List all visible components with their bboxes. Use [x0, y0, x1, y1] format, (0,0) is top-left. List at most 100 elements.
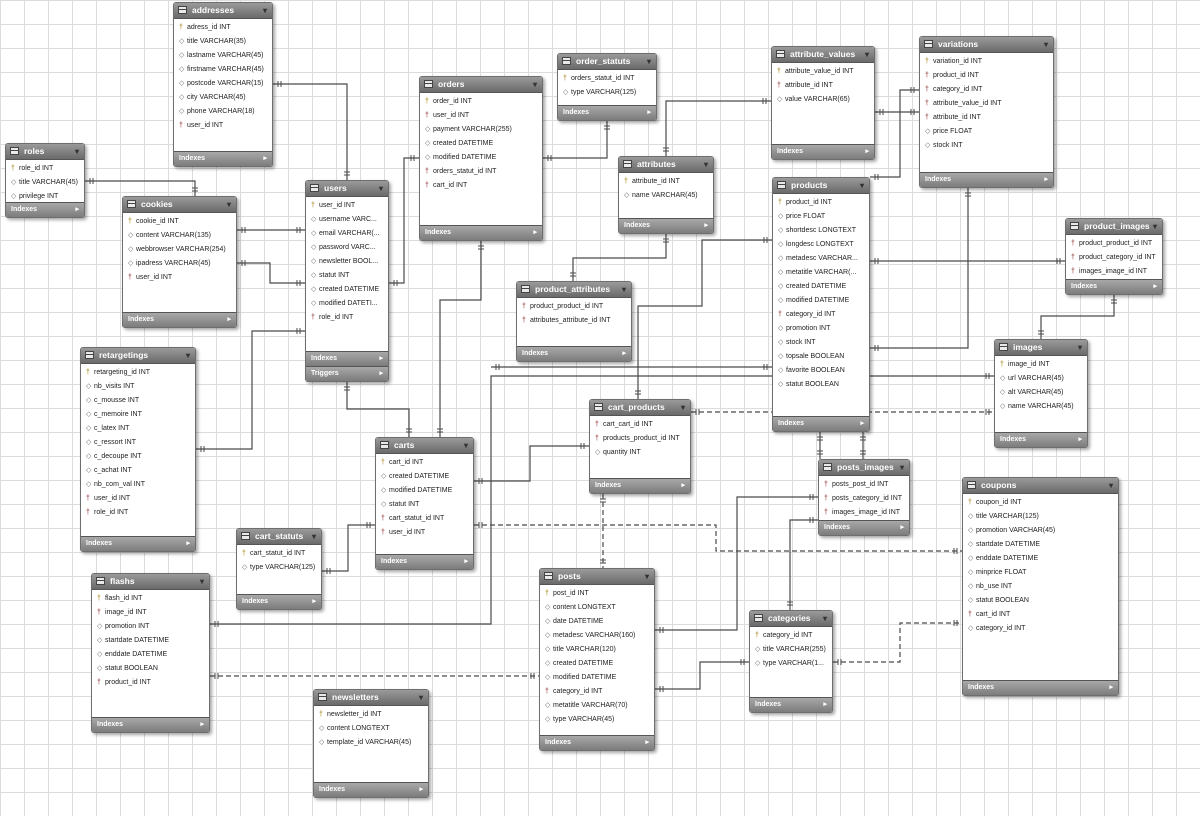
column-row[interactable]: ◇created DATETIME — [540, 657, 654, 671]
column-row[interactable]: †posts_category_id INT — [819, 492, 909, 506]
indexes-section[interactable]: Indexes▸ — [590, 478, 690, 493]
column-row[interactable]: †images_image_id INT — [819, 506, 909, 520]
collapse-caret-icon[interactable]: ▾ — [463, 441, 468, 450]
indexes-section[interactable]: Indexes▸ — [517, 346, 631, 361]
collapse-caret-icon[interactable]: ▾ — [859, 181, 864, 190]
column-row[interactable]: ◇c_ressort INT — [81, 436, 195, 450]
table-categories[interactable]: categories▾†category_id INT◇title VARCHA… — [749, 610, 833, 713]
expand-arrow-icon[interactable]: ▸ — [533, 229, 537, 236]
column-row[interactable]: †flash_id INT — [92, 592, 209, 606]
column-row[interactable]: ◇modified DATETIME — [376, 484, 473, 498]
indexes-section[interactable]: Indexes▸ — [92, 717, 209, 732]
column-row[interactable]: ◇firstname VARCHAR(45) — [174, 63, 272, 77]
relationship-line[interactable] — [543, 121, 608, 159]
table-header[interactable]: posts_images▾ — [819, 460, 909, 476]
column-row[interactable]: †product_id INT — [92, 676, 209, 690]
column-row[interactable]: ◇title VARCHAR(125) — [963, 510, 1118, 524]
table-cart-statuts[interactable]: cart_statuts▾†cart_statut_id INT◇type VA… — [236, 528, 322, 610]
table-header[interactable]: roles▾ — [6, 144, 84, 160]
collapse-caret-icon[interactable]: ▾ — [899, 463, 904, 472]
table-orders[interactable]: orders▾†order_id INT†user_id INT◇payment… — [419, 76, 543, 241]
expand-arrow-icon[interactable]: ▸ — [704, 222, 708, 229]
column-row[interactable]: ◇email VARCHAR(... — [306, 227, 388, 241]
table-attribute-values[interactable]: attribute_values▾†attribute_value_id INT… — [771, 46, 875, 160]
collapse-caret-icon[interactable]: ▾ — [822, 614, 827, 623]
column-row[interactable]: ◇category_id INT — [963, 622, 1118, 636]
table-header[interactable]: newsletters▾ — [314, 690, 428, 706]
expand-arrow-icon[interactable]: ▸ — [865, 148, 869, 155]
table-header[interactable]: cookies▾ — [123, 197, 236, 213]
relationship-line[interactable] — [322, 524, 375, 572]
indexes-section[interactable]: Indexes▸ — [540, 735, 654, 750]
column-row[interactable]: ◇modified DATETIME — [773, 294, 869, 308]
column-row[interactable]: †product_category_id INT — [1066, 251, 1162, 265]
column-row[interactable]: ◇metadesc VARCHAR(160) — [540, 629, 654, 643]
table-header[interactable]: attribute_values▾ — [772, 47, 874, 63]
relationship-line[interactable] — [237, 262, 305, 284]
table-header[interactable]: addresses▾ — [174, 3, 272, 19]
column-row[interactable]: ◇longdesc LONGTEXT — [773, 238, 869, 252]
column-row[interactable]: †cookie_id INT — [123, 215, 236, 229]
indexes-section[interactable]: Indexes▸ — [1066, 279, 1162, 294]
collapse-caret-icon[interactable]: ▾ — [644, 572, 649, 581]
table-order-statuts[interactable]: order_statuts▾†orders_statut_id INT◇type… — [557, 53, 657, 121]
column-row[interactable]: †cart_id INT — [963, 608, 1118, 622]
column-row[interactable]: ◇metatitle VARCHAR(... — [773, 266, 869, 280]
column-row[interactable]: †adress_id INT — [174, 21, 272, 35]
collapse-caret-icon[interactable]: ▾ — [311, 532, 316, 541]
table-cart-products[interactable]: cart_products▾†cart_cart_id INT†products… — [589, 399, 691, 494]
column-row[interactable]: ◇c_decoupe INT — [81, 450, 195, 464]
column-row[interactable]: ◇nb_visits INT — [81, 380, 195, 394]
column-row[interactable]: †attribute_id INT — [920, 111, 1053, 125]
indexes-section[interactable]: Indexes▸ — [558, 105, 656, 120]
column-row[interactable]: †product_id INT — [920, 69, 1053, 83]
column-row[interactable]: ◇modified DATETIME — [420, 151, 542, 165]
column-row[interactable]: †newsletter_id INT — [314, 708, 428, 722]
relationship-line[interactable] — [439, 241, 482, 437]
table-header[interactable]: product_attributes▾ — [517, 282, 631, 298]
column-row[interactable]: †user_id INT — [123, 271, 236, 285]
column-row[interactable]: ◇webbrowser VARCHAR(254) — [123, 243, 236, 257]
column-row[interactable]: †cart_statut_id INT — [237, 547, 321, 561]
relationship-line[interactable] — [389, 157, 419, 284]
relationship-line[interactable] — [474, 445, 589, 482]
collapse-caret-icon[interactable]: ▾ — [864, 50, 869, 59]
table-posts[interactable]: posts▾†post_id INT◇content LONGTEXT◇date… — [539, 568, 655, 751]
column-row[interactable]: ◇price FLOAT — [773, 210, 869, 224]
indexes-section[interactable]: Indexes▸ — [750, 697, 832, 712]
relationship-line[interactable] — [637, 239, 772, 399]
column-row[interactable]: ◇promotion INT — [773, 322, 869, 336]
table-roles[interactable]: roles▾†role_id INT◇title VARCHAR(45)◇pri… — [5, 143, 85, 218]
table-header[interactable]: flashs▾ — [92, 574, 209, 590]
indexes-section[interactable]: Indexes▸ — [237, 594, 321, 609]
column-row[interactable]: †attribute_value_id INT — [920, 97, 1053, 111]
column-row[interactable]: ◇created DATETIME — [420, 137, 542, 151]
column-row[interactable]: †posts_post_id INT — [819, 478, 909, 492]
table-images[interactable]: images▾†image_id INT◇url VARCHAR(45)◇alt… — [994, 339, 1088, 448]
column-row[interactable]: ◇content LONGTEXT — [540, 601, 654, 615]
column-row[interactable]: ◇stock INT — [773, 336, 869, 350]
column-row[interactable]: ◇type VARCHAR(1... — [750, 657, 832, 671]
column-row[interactable]: ◇metadesc VARCHAR... — [773, 252, 869, 266]
column-row[interactable]: ◇content VARCHAR(135) — [123, 229, 236, 243]
indexes-section[interactable]: Indexes▸ — [174, 151, 272, 166]
column-row[interactable]: ◇created DATETIME — [306, 283, 388, 297]
table-flashs[interactable]: flashs▾†flash_id INT†image_id INT◇promot… — [91, 573, 210, 733]
table-carts[interactable]: carts▾†cart_id INT◇created DATETIME◇modi… — [375, 437, 474, 570]
expand-arrow-icon[interactable]: ▸ — [860, 420, 864, 427]
table-retargetings[interactable]: retargetings▾†retargeting_id INT◇nb_visi… — [80, 347, 196, 552]
expand-arrow-icon[interactable]: ▸ — [227, 316, 231, 323]
table-header[interactable]: users▾ — [306, 181, 388, 197]
indexes-section[interactable]: Indexes▸ — [920, 172, 1053, 187]
column-row[interactable]: ◇username VARC... — [306, 213, 388, 227]
column-row[interactable]: †images_image_id INT — [1066, 265, 1162, 279]
column-row[interactable]: †attribute_id INT — [772, 79, 874, 93]
expand-arrow-icon[interactable]: ▸ — [900, 524, 904, 531]
table-header[interactable]: variations▾ — [920, 37, 1053, 53]
collapse-caret-icon[interactable]: ▾ — [418, 693, 423, 702]
table-variations[interactable]: variations▾†variation_id INT†product_id … — [919, 36, 1054, 188]
column-row[interactable]: ◇c_mousse INT — [81, 394, 195, 408]
table-header[interactable]: product_images▾ — [1066, 219, 1162, 235]
indexes-section[interactable]: Indexes▸ — [772, 144, 874, 159]
column-row[interactable]: ◇modified DATETIME — [540, 671, 654, 685]
